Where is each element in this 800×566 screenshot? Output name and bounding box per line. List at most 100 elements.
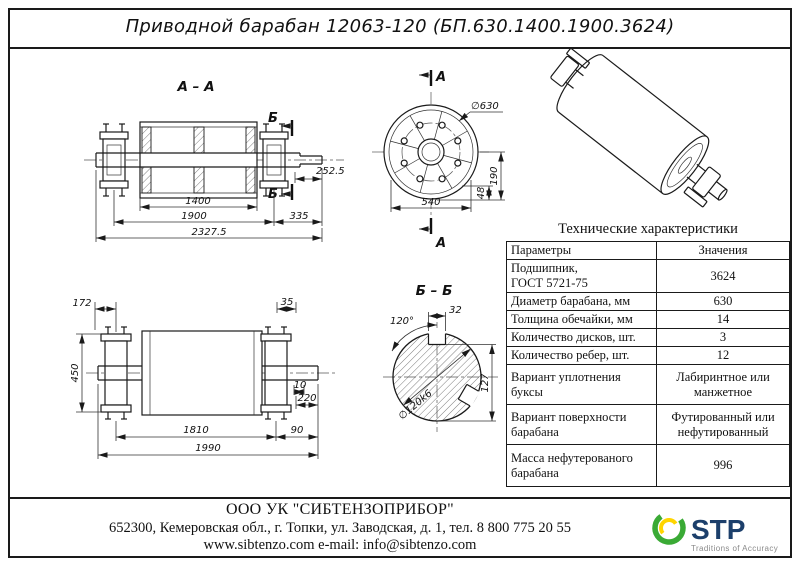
- dim-1810-90: 1810 90: [115, 421, 318, 441]
- dim-text-252: 252.5: [316, 166, 345, 177]
- dim-450: 450: [70, 333, 101, 413]
- dim-text-1810: 1810: [183, 425, 208, 436]
- dim-text-172: 172: [72, 298, 91, 309]
- spec-col-params: Параметры: [506, 241, 657, 260]
- dim-text-127: 127: [480, 373, 491, 393]
- title-separator: [10, 47, 790, 49]
- spec-param: Вариант поверхности барабана: [506, 404, 657, 445]
- dim-252: 252.5: [294, 166, 345, 183]
- company-address: 652300, Кемеровская обл., г. Топки, ул. …: [109, 519, 571, 536]
- dim-text-450: 450: [70, 363, 81, 382]
- spec-param: Подшипник, ГОСТ 5721-75: [506, 259, 657, 293]
- spec-row-seal-variant: Вариант уплотнения буксы Лабиринтное или…: [506, 364, 790, 405]
- dim-text-32: 32: [449, 305, 462, 316]
- dim-text-10: 10: [294, 380, 307, 391]
- company-name: ООО УК "СИБТЕНЗОПРИБОР": [225, 501, 455, 519]
- logo-swirl-green: [652, 510, 686, 545]
- view-section-aa: А – А: [84, 79, 345, 242]
- view-section-bb: Б – Б 32: [383, 283, 498, 432]
- footer-text: ООО УК "СИБТЕНЗОПРИБОР" 652300, Кемеровс…: [10, 500, 640, 555]
- spec-row-rib-count: Количество ребер, шт. 12: [506, 346, 790, 365]
- section-mark-b: Б Б: [268, 111, 294, 202]
- dim-1400: 1400: [139, 196, 258, 211]
- dim-1990: 1990: [97, 384, 318, 459]
- spec-value: 630: [656, 292, 790, 311]
- dim-text-1900: 1900: [181, 211, 206, 222]
- dim-text-48: 48: [476, 187, 487, 200]
- dim-127: 127: [437, 344, 496, 422]
- logo-swirl-yellow: [659, 517, 679, 538]
- keyway-top: [427, 328, 447, 346]
- company-contacts[interactable]: www.sibtenzo.com e-mail: info@sibtenzo.c…: [203, 537, 477, 554]
- dim-1900-335: 1900 335: [113, 168, 323, 226]
- footer-separator: [10, 497, 790, 499]
- spec-table: Параметры Значения Подшипник, ГОСТ 5721-…: [506, 241, 790, 487]
- dim-text-90: 90: [291, 425, 304, 436]
- dim-48: 48: [437, 185, 505, 201]
- spec-row-diameter: Диаметр барабана, мм 630: [506, 292, 790, 311]
- spec-row-mass: Масса нефутерованого барабана 996: [506, 444, 790, 487]
- view-label-aa: А – А: [176, 79, 214, 95]
- dim-text-190: 190: [489, 166, 500, 185]
- bearing-left-side: [100, 326, 132, 420]
- spec-block: Технические характеристики Параметры Зна…: [506, 221, 790, 487]
- spec-value: 14: [656, 310, 790, 329]
- footer: ООО УК "СИБТЕНЗОПРИБОР" 652300, Кемеровс…: [10, 499, 790, 556]
- dim-text-35: 35: [281, 297, 294, 308]
- spec-value: 3624: [656, 259, 790, 293]
- logo-tagline: Traditions of Accuracy: [691, 544, 778, 553]
- spec-param: Диаметр барабана, мм: [506, 292, 657, 311]
- spec-value: 3: [656, 328, 790, 347]
- dim-text-120deg: 120°: [390, 316, 414, 327]
- section-mark-a: А А: [419, 70, 446, 251]
- dim-text-1990: 1990: [195, 443, 220, 454]
- bearing-right: [259, 123, 289, 197]
- spec-value: Футированный или нефутированный: [656, 404, 790, 445]
- drawing-title: Приводной барабан 12063-120 (БП.630.1400…: [125, 16, 675, 37]
- spec-param: Вариант уплотнения буксы: [506, 364, 657, 405]
- spec-row-surface-variant: Вариант поверхности барабана Футированны…: [506, 404, 790, 445]
- dim-35: 35: [276, 297, 297, 313]
- spec-col-values: Значения: [656, 241, 790, 260]
- view-label-bb: Б – Б: [416, 283, 453, 299]
- marker-b-bottom: Б: [268, 187, 278, 202]
- spec-param: Количество дисков, шт.: [506, 328, 657, 347]
- spec-row-bearing: Подшипник, ГОСТ 5721-75 3624: [506, 259, 790, 293]
- drum-shaft-side: [97, 365, 319, 381]
- dim-172: 172: [72, 298, 117, 332]
- dim-text-220: 220: [297, 393, 316, 404]
- dim-text-335: 335: [289, 211, 308, 222]
- spec-row-disc-count: Количество дисков, шт. 3: [506, 328, 790, 347]
- dim-32: 32: [428, 305, 462, 331]
- logo-text: STP: [691, 514, 745, 545]
- spec-param: Количество ребер, шт.: [506, 346, 657, 365]
- sheet-frame: [8, 8, 792, 558]
- spec-param: Масса нефутерованого барабана: [506, 444, 657, 487]
- dim-10: 10: [293, 380, 307, 395]
- dim-120deg: 120°: [390, 316, 438, 352]
- dim-220: 220: [295, 384, 319, 459]
- spec-table-title: Технические характеристики: [558, 221, 738, 237]
- drum-front-face-3d: [660, 135, 710, 195]
- dim-630: ∅630: [458, 101, 503, 122]
- spec-param: Толщина обечайки, мм: [506, 310, 657, 329]
- spec-value: 12: [656, 346, 790, 365]
- marker-a-top: А: [435, 70, 446, 85]
- marker-b-top: Б: [268, 111, 278, 126]
- bearing-left: [99, 123, 129, 197]
- dim-text-2327: 2327.5: [192, 227, 227, 238]
- drum-shaft: [95, 152, 323, 168]
- view-front: А А ∅630 540 48: [372, 70, 505, 251]
- spec-row-shell-thickness: Толщина обечайки, мм 14: [506, 310, 790, 329]
- spec-header-row: Параметры Значения: [506, 241, 790, 260]
- dim-text-540: 540: [421, 197, 440, 208]
- stp-logo: STP Traditions of Accuracy: [640, 501, 790, 555]
- drum-body-side: [141, 330, 263, 416]
- spec-value: Лабиринтное или манжетное: [656, 364, 790, 405]
- dim-540: 540: [390, 180, 472, 212]
- view-side: 172 35 450 10: [70, 297, 336, 459]
- dim-text-1400: 1400: [185, 196, 210, 207]
- view-isometric: [550, 47, 728, 208]
